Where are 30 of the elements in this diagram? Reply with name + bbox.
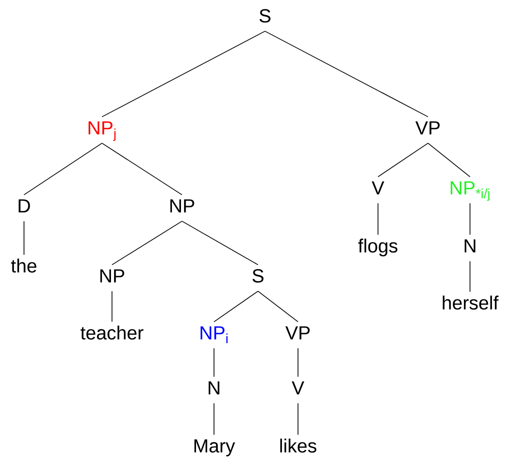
tree-label: N bbox=[464, 239, 476, 252]
tree-branch bbox=[102, 30, 266, 118]
tree-branch bbox=[428, 142, 470, 178]
tree-label: NP$_{j}$ bbox=[88, 121, 116, 141]
tree-label: likes bbox=[280, 438, 316, 453]
tree-label: herself bbox=[442, 296, 499, 310]
tree-label: NP$_{i}$ bbox=[200, 326, 228, 344]
tree-branch bbox=[182, 220, 258, 266]
tree-label: Mary bbox=[194, 439, 236, 456]
tree-label: VP bbox=[415, 121, 440, 134]
tree-branch bbox=[24, 142, 102, 196]
tree-label: the bbox=[11, 258, 36, 273]
tree-label: S bbox=[252, 269, 264, 283]
tree-branch bbox=[214, 290, 258, 322]
tree-branch bbox=[112, 220, 182, 266]
tree-label: V bbox=[372, 181, 384, 194]
tree-label: NP bbox=[100, 269, 124, 282]
tree-label: N bbox=[208, 381, 220, 394]
tree-label: teacher bbox=[80, 326, 144, 340]
tree-label: VP bbox=[285, 326, 310, 340]
tree-branch bbox=[378, 142, 428, 178]
tree-label: NP$_{*i/j}$ bbox=[450, 181, 490, 201]
tree-label: D bbox=[18, 199, 30, 212]
tree-label: S bbox=[260, 9, 270, 23]
tree-branch bbox=[258, 290, 298, 322]
tree-branch bbox=[102, 142, 182, 196]
tree-label: flogs bbox=[358, 238, 398, 256]
tree-label: NP bbox=[170, 199, 194, 212]
tree-branch bbox=[264, 30, 428, 118]
tree-label: V bbox=[292, 381, 304, 394]
